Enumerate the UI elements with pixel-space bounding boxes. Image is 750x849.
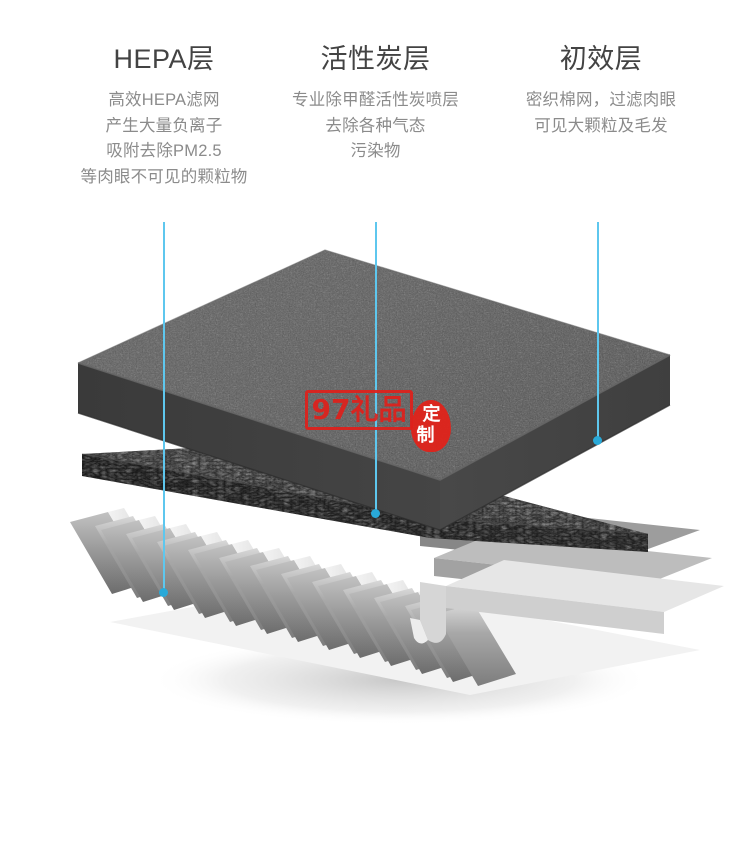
- body-line: 污染物: [350, 142, 401, 160]
- leader-dot-carbon: [371, 509, 380, 518]
- column-body-primary: 密织棉网，过滤肉眼 可见大颗粒及毛发: [485, 88, 717, 139]
- leader-line-carbon: [375, 222, 377, 513]
- column-title-carbon: 活性炭层: [320, 44, 431, 74]
- pleat-rows: [70, 508, 516, 686]
- caption-area: HEPA层 高效HEPA滤网 产生大量负离子 吸附去除PM2.5 等肉眼不可见的…: [0, 0, 750, 225]
- body-line: 吸附去除PM2.5: [106, 142, 222, 160]
- body-line: 去除各种气态: [325, 116, 426, 135]
- exploded-filter-diagram: [70, 249, 724, 725]
- column-title-hepa: HEPA层: [113, 44, 215, 74]
- caption-column-hepa: HEPA层 高效HEPA滤网 产生大量负离子 吸附去除PM2.5 等肉眼不可见的…: [28, 0, 300, 190]
- body-line: 等肉眼不可见的颗粒物: [80, 167, 248, 186]
- leader-line-hepa: [163, 222, 165, 592]
- caption-column-carbon: 活性炭层 专业除甲醛活性炭喷层 去除各种气态 污染物: [268, 0, 483, 165]
- leader-line-primary: [597, 222, 599, 440]
- filter-stack-illustration: [0, 230, 750, 750]
- leader-dot-hepa: [159, 588, 168, 597]
- column-body-hepa: 高效HEPA滤网 产生大量负离子 吸附去除PM2.5 等肉眼不可见的颗粒物: [28, 88, 300, 190]
- body-line: 产生大量负离子: [105, 116, 223, 135]
- body-line: 专业除甲醛活性炭喷层: [292, 91, 459, 109]
- column-body-carbon: 专业除甲醛活性炭喷层 去除各种气态 污染物: [268, 88, 483, 165]
- body-line: 可见大颗粒及毛发: [534, 116, 668, 135]
- body-line: 高效HEPA滤网: [108, 91, 220, 109]
- body-line: 密织棉网，过滤肉眼: [525, 91, 677, 109]
- column-title-primary: 初效层: [559, 44, 643, 74]
- leader-dot-primary: [593, 436, 602, 445]
- caption-column-primary: 初效层 密织棉网，过滤肉眼 可见大颗粒及毛发: [485, 0, 717, 139]
